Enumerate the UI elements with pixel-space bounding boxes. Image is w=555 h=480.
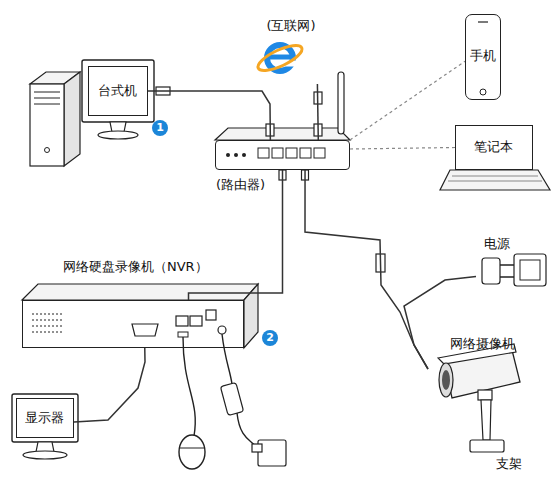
power-supply: 电源 bbox=[476, 236, 548, 294]
network-cable bbox=[148, 91, 270, 140]
power-cable bbox=[222, 334, 232, 384]
phone-button bbox=[480, 89, 486, 95]
part-label: 支架 bbox=[496, 456, 522, 472]
ie-bar bbox=[268, 55, 293, 60]
drive-slot bbox=[34, 104, 60, 105]
status-led bbox=[234, 153, 238, 157]
callout-number: 2 bbox=[262, 330, 278, 346]
monitor-base bbox=[23, 451, 67, 459]
nvr-recorder: 网络硬盘录像机（NVR） bbox=[22, 300, 244, 348]
adapter-prong bbox=[500, 264, 514, 266]
vga-cable bbox=[74, 348, 145, 422]
power-button bbox=[45, 148, 50, 153]
device-label: (路由器) bbox=[216, 177, 265, 193]
network-cable bbox=[305, 170, 428, 369]
power-jack bbox=[218, 326, 226, 334]
power-cable bbox=[237, 413, 256, 447]
vga-port bbox=[132, 324, 158, 336]
laptop-keys bbox=[452, 176, 538, 177]
drive-slot bbox=[34, 98, 60, 99]
power-switch bbox=[206, 310, 216, 320]
device-label: 手机 bbox=[466, 48, 499, 64]
outlet-face bbox=[520, 260, 540, 280]
power-adapter bbox=[220, 382, 243, 415]
mouse-cable bbox=[183, 337, 195, 436]
laptop-keys bbox=[448, 181, 542, 182]
ie-swoosh bbox=[255, 41, 305, 76]
desktop-computer: 台式机 bbox=[88, 66, 148, 116]
device-label: 网络摄像机 bbox=[450, 336, 515, 352]
lan-port bbox=[286, 148, 297, 158]
status-led bbox=[242, 153, 246, 157]
mobile-phone: 手机 bbox=[465, 14, 501, 100]
device-label: 台式机 bbox=[89, 83, 146, 99]
laptop: 笔记本 bbox=[455, 125, 533, 170]
router-antenna bbox=[338, 72, 344, 134]
lan-port bbox=[272, 148, 283, 158]
power-cable bbox=[404, 277, 476, 369]
power-adapter bbox=[482, 258, 500, 284]
tower-front bbox=[30, 84, 64, 166]
adapter-prong bbox=[500, 276, 514, 278]
device-label: (互联网) bbox=[258, 18, 324, 34]
vent bbox=[32, 320, 62, 321]
status-led bbox=[226, 153, 230, 157]
network-camera: 网络摄像机 bbox=[428, 338, 533, 400]
mouse bbox=[179, 435, 205, 469]
lan-port bbox=[176, 316, 188, 326]
wireless-link bbox=[350, 148, 455, 150]
monitor-base bbox=[98, 131, 138, 139]
lan-port bbox=[314, 148, 325, 158]
vent bbox=[32, 314, 62, 315]
laptop-base bbox=[440, 170, 550, 190]
lan-port bbox=[258, 148, 269, 158]
lan-port bbox=[190, 316, 202, 326]
internet-icon: (互联网) bbox=[258, 18, 324, 84]
lan-port bbox=[300, 148, 311, 158]
mouse-button bbox=[180, 448, 204, 449]
router-top bbox=[215, 128, 350, 140]
nvr-top bbox=[22, 284, 258, 300]
drive-slot bbox=[34, 92, 60, 93]
camera-base bbox=[470, 440, 504, 452]
vent bbox=[32, 326, 62, 327]
camera-lens bbox=[439, 363, 453, 397]
wireless-link bbox=[350, 61, 465, 140]
wall-outlet bbox=[514, 254, 546, 286]
callout-number: 1 bbox=[152, 120, 168, 136]
device-label: 网络硬盘录像机（NVR） bbox=[63, 259, 208, 275]
display-monitor: 显示器 bbox=[16, 398, 74, 438]
monitor-bezel bbox=[12, 394, 78, 442]
monitor-bezel bbox=[82, 60, 154, 122]
lens-glass bbox=[442, 370, 450, 390]
network-cable bbox=[189, 170, 283, 300]
phone-speaker bbox=[478, 21, 488, 22]
tower-side bbox=[64, 72, 80, 166]
device-label: 笔记本 bbox=[456, 139, 531, 155]
camera-arm bbox=[481, 400, 491, 440]
device-label: 电源 bbox=[484, 236, 510, 252]
router: (路由器) bbox=[215, 140, 350, 170]
device-label: 显示器 bbox=[17, 410, 72, 426]
vent bbox=[32, 332, 62, 333]
network-cable bbox=[317, 84, 319, 140]
usb-port bbox=[178, 332, 188, 337]
camera-mount bbox=[478, 390, 492, 400]
power-plug bbox=[252, 444, 262, 452]
